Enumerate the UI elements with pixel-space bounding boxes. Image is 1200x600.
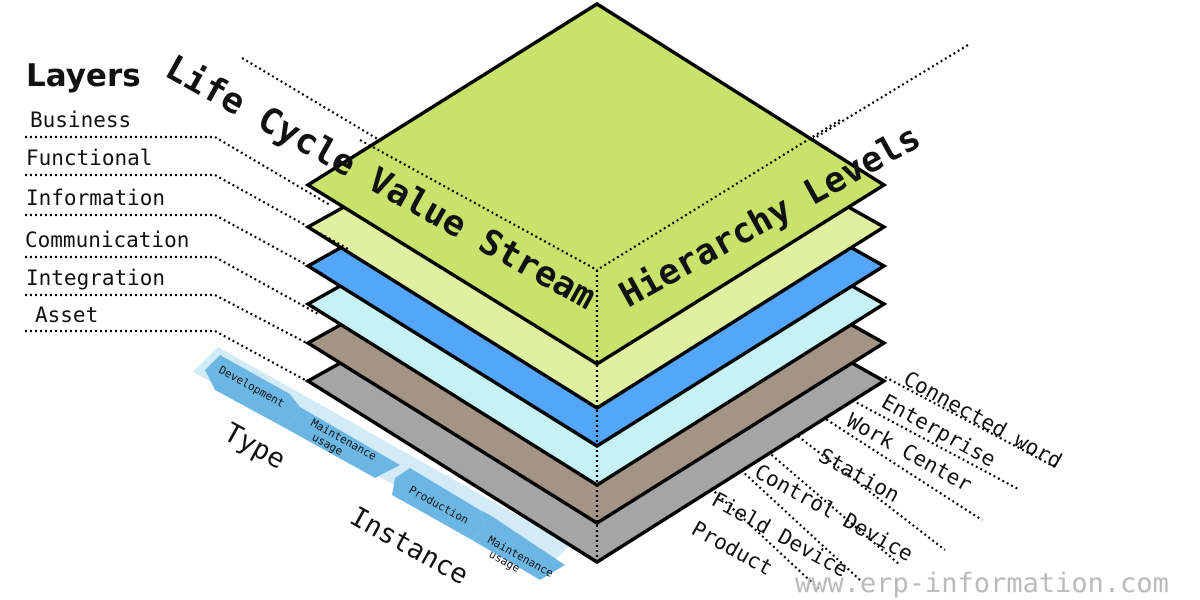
layer-labels: Business Functional Information Communic… bbox=[25, 108, 189, 327]
layers-heading: Layers bbox=[26, 58, 141, 94]
layer-leaders bbox=[25, 135, 351, 388]
layer-label-communication: Communication bbox=[25, 228, 189, 252]
arrow-development bbox=[205, 355, 300, 428]
layer-label-information: Information bbox=[26, 186, 165, 210]
layer-label-integration: Integration bbox=[26, 266, 165, 290]
arrow-production bbox=[392, 468, 485, 540]
slab-business bbox=[304, 1, 888, 367]
layer-label-business: Business bbox=[30, 108, 131, 132]
arrow-maintenance-instance bbox=[472, 510, 565, 580]
layer-slabs bbox=[304, 1, 888, 565]
layer-label-functional: Functional bbox=[26, 146, 152, 170]
arrow-maintenance-type bbox=[285, 394, 400, 478]
type-label: Type bbox=[219, 417, 291, 476]
lifecycle-band: Development Maintenanceusage Production … bbox=[193, 347, 570, 591]
watermark: www.erp-information.com bbox=[795, 568, 1169, 599]
hierarchy-leaders bbox=[699, 376, 1056, 591]
layer-label-asset: Asset bbox=[35, 303, 98, 327]
